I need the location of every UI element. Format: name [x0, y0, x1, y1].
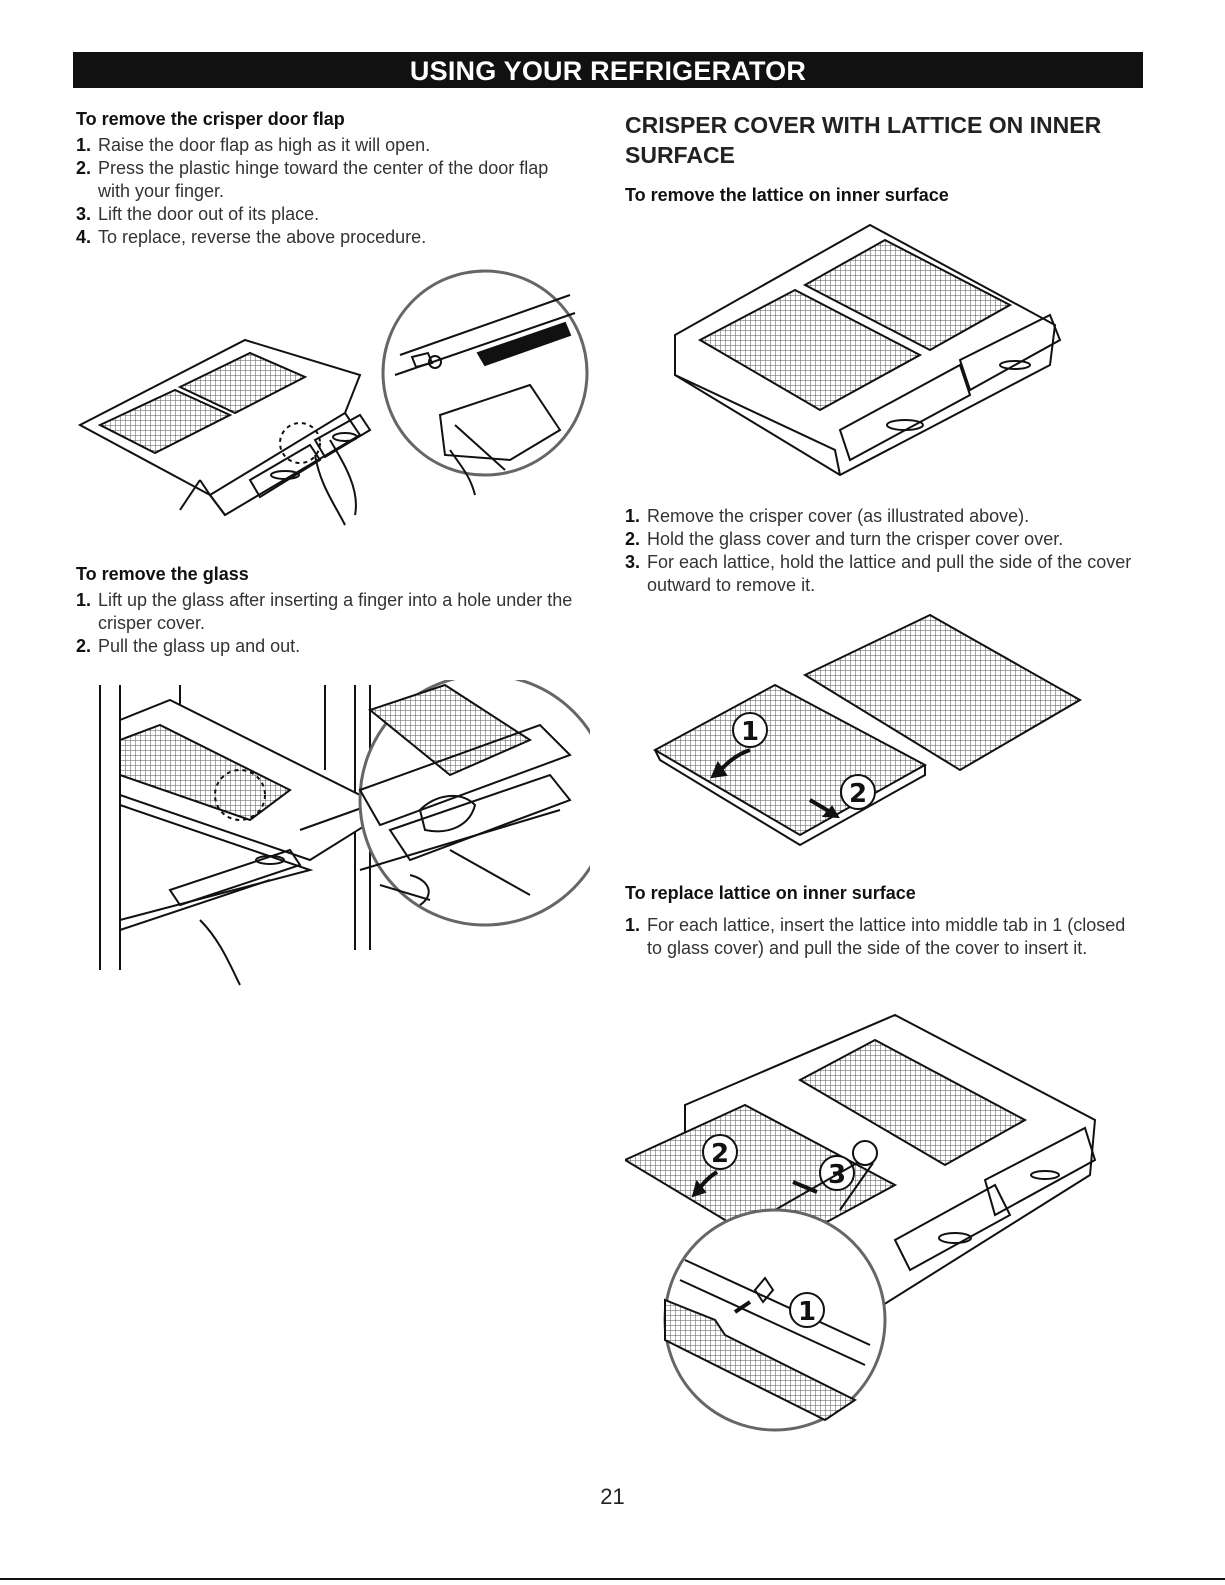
door-flap-heading: To remove the crisper door flap — [76, 109, 345, 129]
callout-2: 2 — [849, 779, 867, 809]
remove-lattice-steps: 1.Remove the crisper cover (as illustrat… — [625, 505, 1145, 597]
list-item: 2.Pull the glass up and out. — [76, 636, 301, 656]
glass-removal-illustration — [99, 680, 590, 986]
bottom-rule — [0, 1578, 1225, 1580]
page-title: USING YOUR REFRIGERATOR — [409, 56, 807, 86]
glass-steps: 1.Lift up the glass after inserting a fi… — [76, 589, 576, 658]
list-item: 1.Remove the crisper cover (as illustrat… — [625, 506, 1030, 526]
glass-heading: To remove the glass — [76, 564, 249, 584]
door-flap-section: To remove the crisper door flap 1.Raise … — [76, 108, 576, 249]
list-item: 3.Lift the door out of its place. — [76, 204, 320, 224]
list-item: 1.Raise the door flap as high as it will… — [76, 135, 431, 155]
lattice-section: CRISPER COVER WITH LATTICE ON INNER SURF… — [625, 110, 1145, 210]
list-item: 2.Hold the glass cover and turn the cris… — [625, 529, 1064, 549]
list-item: 3.For each lattice, hold the lattice and… — [625, 552, 1132, 595]
glass-section: To remove the glass 1.Lift up the glass … — [76, 563, 576, 658]
door-flap-steps: 1.Raise the door flap as high as it will… — [76, 134, 576, 249]
replace-lattice-steps: 1.For each lattice, insert the lattice i… — [625, 914, 1145, 960]
remove-lattice-steps-block: 1.Remove the crisper cover (as illustrat… — [625, 505, 1145, 597]
remove-lattice-heading: To remove the lattice on inner surface — [625, 185, 949, 205]
list-item: 1.Lift up the glass after inserting a fi… — [76, 590, 573, 633]
replace-lattice-heading: To replace lattice on inner surface — [625, 883, 916, 903]
lattice-replace-illustration: 2 3 1 — [625, 1013, 1097, 1432]
list-item: 4.To replace, reverse the above procedur… — [76, 227, 427, 247]
crisper-cover-illustration — [674, 223, 1062, 477]
list-item: 1.For each lattice, insert the lattice i… — [625, 915, 1126, 958]
page-header-bar: USING YOUR REFRIGERATOR — [73, 52, 1143, 88]
replace-lattice-section: To replace lattice on inner surface 1.Fo… — [625, 882, 1145, 960]
callout-2-replace: 2 — [711, 1139, 729, 1169]
door-flap-illustration — [77, 269, 589, 526]
lattice-removal-illustration: 1 2 — [652, 613, 1083, 847]
list-item: 2.Press the plastic hinge toward the cen… — [76, 158, 549, 201]
callout-1-replace: 1 — [798, 1297, 816, 1327]
section-title: CRISPER COVER WITH LATTICE ON INNER SURF… — [625, 112, 1102, 168]
page-number: 21 — [600, 1484, 625, 1509]
callout-1: 1 — [741, 717, 759, 747]
